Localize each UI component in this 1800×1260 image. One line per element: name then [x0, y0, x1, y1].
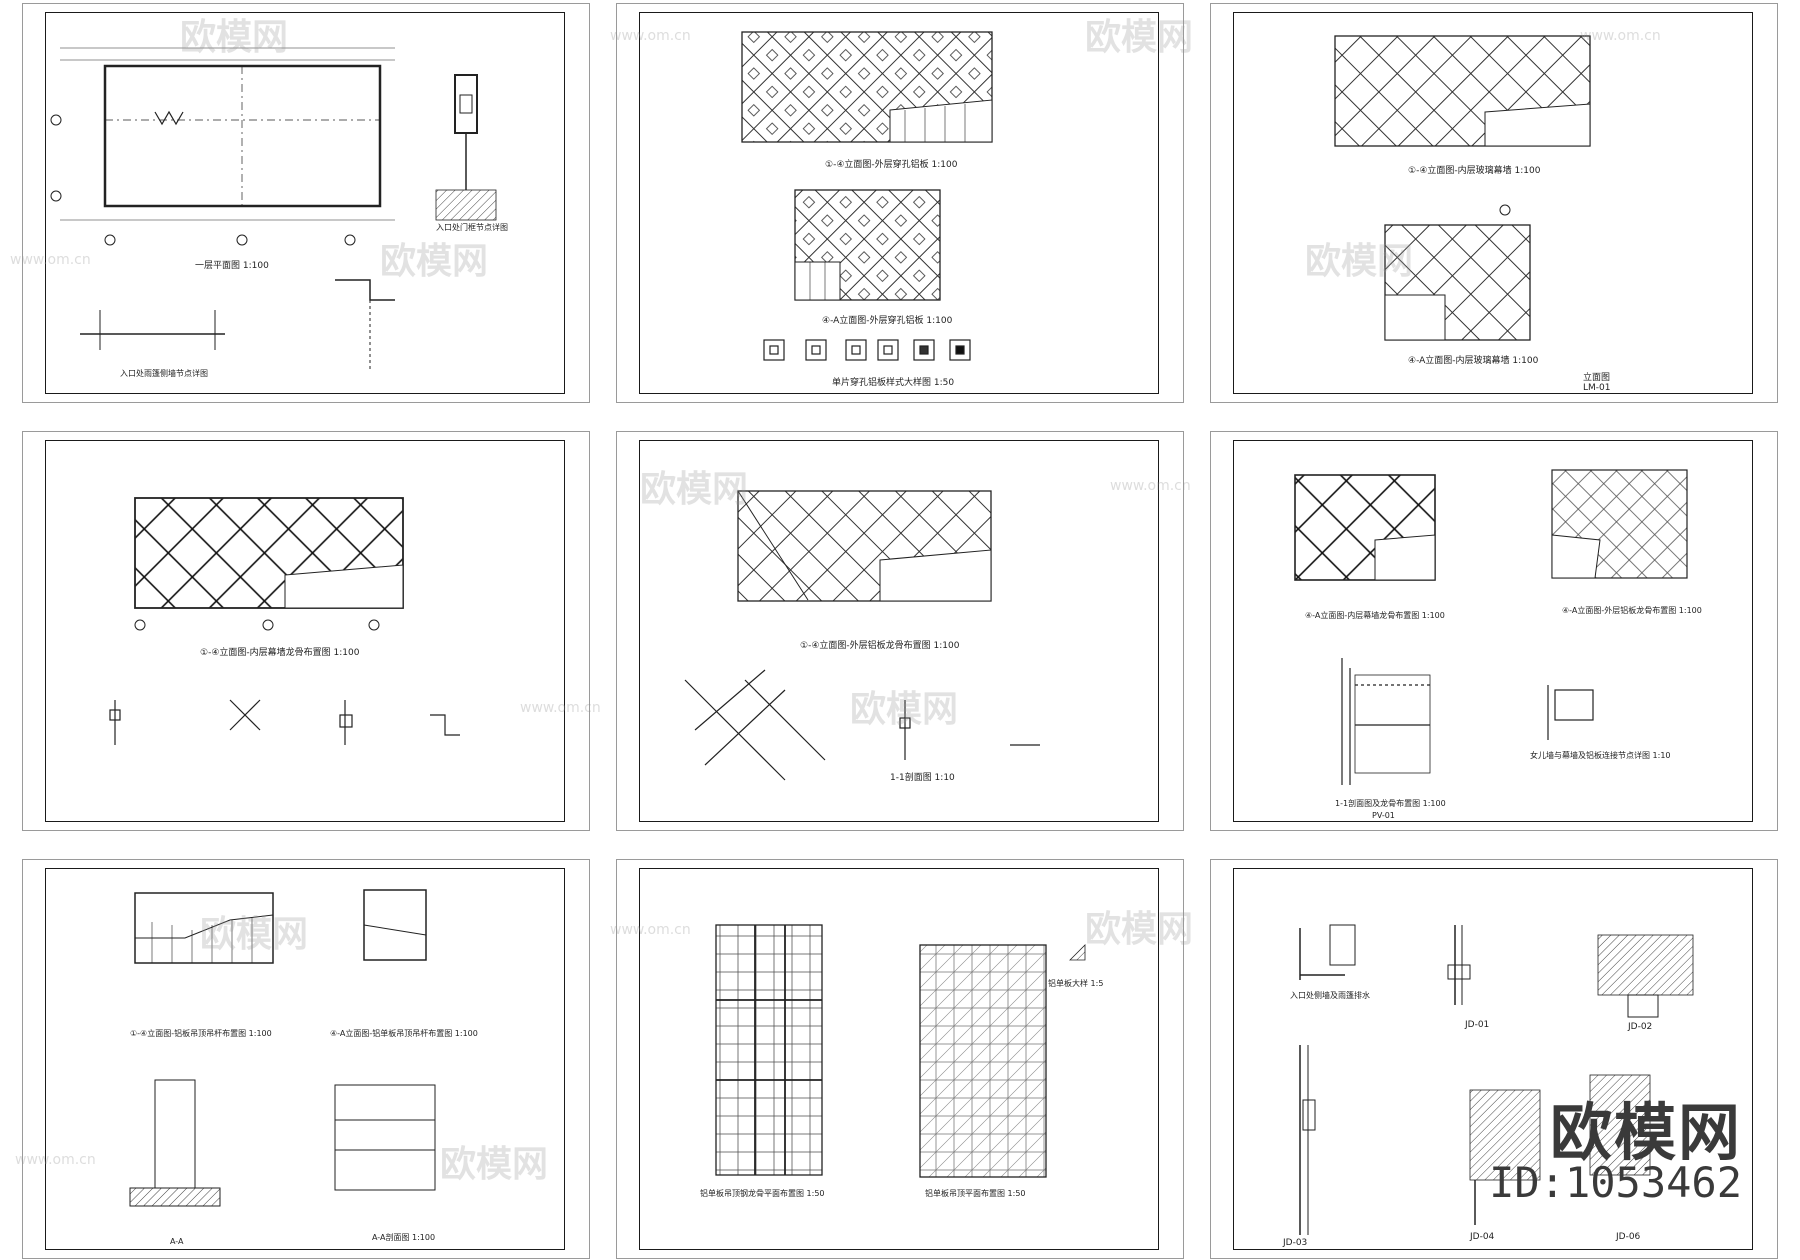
connection-details — [1299, 924, 1694, 1235]
title-section-1-1: 1-1剖面图 1:10 — [890, 773, 955, 783]
floor-plan — [50, 47, 497, 370]
title-panel-detail: 铝单板大样 1:5 — [1048, 979, 1104, 988]
title-jd-03: JD-03 — [1283, 1238, 1308, 1248]
sheet-8 — [616, 859, 1184, 1259]
aluminum-ceiling-plans — [715, 924, 1086, 1178]
title-section-a-a-label: A-A — [170, 1237, 184, 1246]
title-canopy-side-wall-detail: 入口处雨篷侧墙节点详图 — [120, 369, 208, 378]
brand-logo-text: 欧模网 — [1549, 1096, 1742, 1169]
ceiling-hanger-plans — [129, 889, 436, 1207]
title-entrance-drainage: 入口处侧墙及雨篷排水 — [1290, 991, 1370, 1000]
title-elevation-4-a-glass: ④-A立面图-内层玻璃幕墙 1:100 — [1408, 356, 1539, 366]
title-inner-keel-1-4: ①-④立面图-内层幕墙龙骨布置图 1:100 — [200, 648, 360, 658]
title-section-a-a: A-A剖面图 1:100 — [372, 1233, 436, 1242]
sheet-7 — [22, 859, 590, 1259]
title-jd-01: JD-01 — [1465, 1020, 1490, 1030]
title-ceiling-hanger-4-a: ④-A立面图-铝单板吊顶吊杆布置图 1:100 — [330, 1029, 478, 1038]
title-ceiling-steel-keel-plan: 铝单板吊顶钢龙骨平面布置图 1:50 — [700, 1189, 825, 1198]
title-door-frame-detail: 入口处门框节点详图 — [436, 223, 508, 232]
sheet-9 — [1210, 859, 1778, 1259]
outer-aluminum-keel-plan — [684, 490, 1040, 781]
title-sheet-elevation: 立面图 — [1583, 373, 1611, 383]
title-elevation-4-a-perforated: ④-A立面图-外层穿孔铝板 1:100 — [822, 316, 953, 326]
brand-id-text: ID:1053462 — [1489, 1158, 1742, 1207]
glass-curtain-wall-elevations — [1334, 35, 1591, 341]
title-elevation-1-4-glass: ①-④立面图-内层玻璃幕墙 1:100 — [1408, 166, 1541, 176]
title-parapet-connection-detail: 女儿墙与幕墙及铝板连接节点详图 1:10 — [1530, 751, 1671, 760]
title-ceiling-layout-plan: 铝单板吊顶平面布置图 1:50 — [925, 1189, 1026, 1198]
title-elevation-1-4-perforated: ①-④立面图-外层穿孔铝板 1:100 — [825, 160, 958, 170]
title-sheet-code-lm01: LM-01 — [1583, 383, 1611, 393]
title-floor-plan: 一层平面图 1:100 — [195, 261, 269, 271]
title-jd-04: JD-04 — [1470, 1232, 1495, 1242]
title-outer-keel-1-4: ①-④立面图-外层铝板龙骨布置图 1:100 — [800, 641, 960, 651]
title-jd-06: JD-06 — [1616, 1232, 1641, 1242]
title-inner-keel-4-a: ④-A立面图-内层幕墙龙骨布置图 1:100 — [1305, 611, 1445, 620]
title-section-keel-1-1: 1-1剖面图及龙骨布置图 1:100 — [1335, 799, 1446, 808]
title-ceiling-hanger-1-4: ①-④立面图-铝板吊顶吊杆布置图 1:100 — [130, 1029, 272, 1038]
title-jd-02: JD-02 — [1628, 1022, 1653, 1032]
section-keel-plans — [1294, 469, 1688, 785]
perforated-panel-elevations — [741, 31, 993, 361]
title-panel-pattern-detail: 单片穿孔铝板样式大样图 1:50 — [832, 378, 955, 388]
title-outer-keel-4-a: ④-A立面图-外层铝板龙骨布置图 1:100 — [1562, 606, 1702, 615]
title-sheet-code-pv01: PV-01 — [1372, 811, 1395, 820]
inner-curtain-keel-plan — [109, 497, 460, 745]
